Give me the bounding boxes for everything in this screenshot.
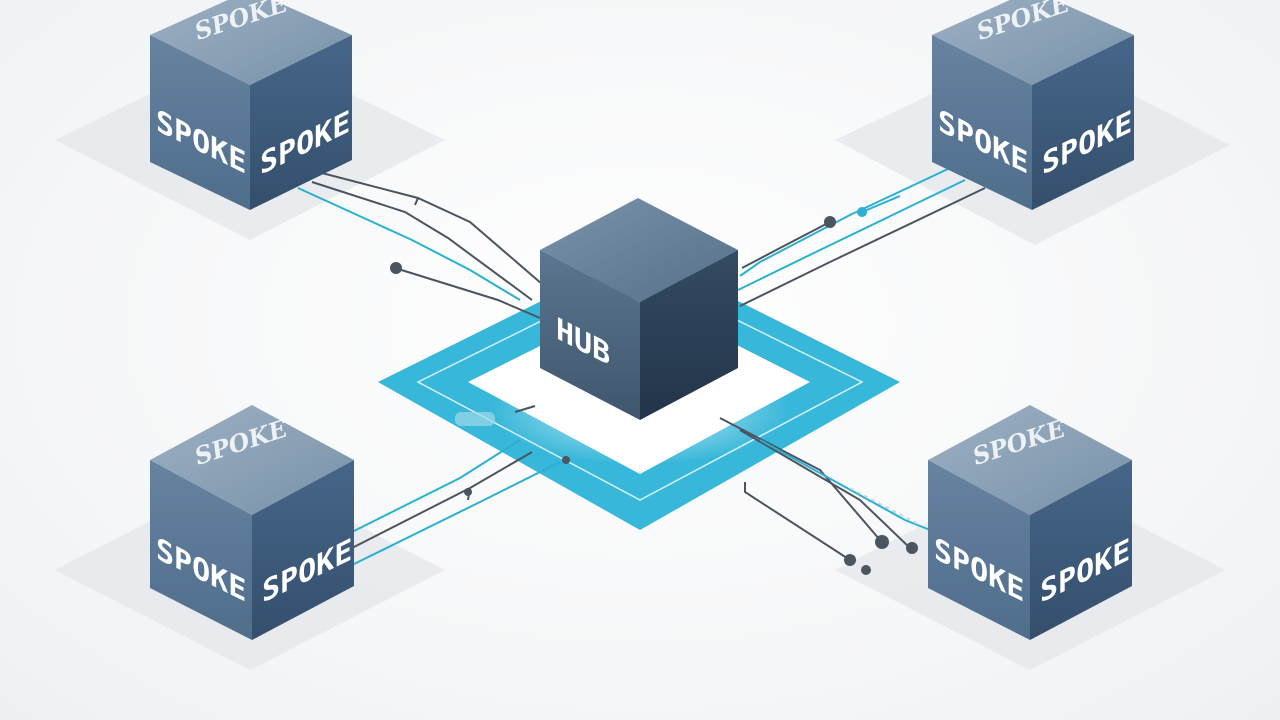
connector-endpoints [390,207,918,575]
connector-dot [857,207,867,217]
connector-dot [875,535,889,549]
spoke-cube-top-left: SPOKE SPOKE SPOKE [150,0,352,210]
spoke-cube-top-right: SPOKE SPOKE SPOKE [932,0,1134,210]
spoke-cube-bottom-left: SPOKE SPOKE SPOKE [150,405,354,640]
connector-dot [906,542,918,554]
connector-pad [455,412,495,426]
connector-dot [824,216,836,228]
connector-dot [844,554,856,566]
connector-dot [390,262,402,274]
connector-dot [464,488,472,496]
connector-lines [297,167,986,566]
connector-dot [861,565,871,575]
hub-cube: HUB [540,198,738,420]
spoke-cube-bottom-right: SPOKE SPOKE SPOKE [928,405,1132,640]
connector-dot [562,456,570,464]
